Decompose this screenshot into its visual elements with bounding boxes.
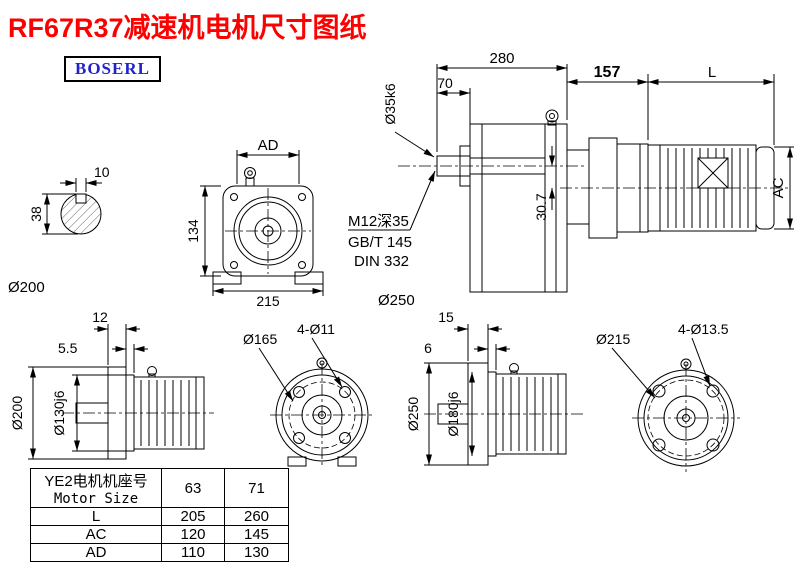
page-title: RF67R37减速机电机尺寸图纸 bbox=[8, 13, 367, 43]
main-assembly-view: 280 157 L 70 Ø35k6 30.7 AC M12深35 GB/T 1… bbox=[348, 50, 794, 309]
table-cell: 110 bbox=[161, 543, 225, 562]
note-gbt-145: GB/T 145 bbox=[348, 234, 412, 251]
row-label: AD bbox=[30, 543, 162, 562]
dim-157: 157 bbox=[594, 64, 621, 81]
table-size-column: 71 bbox=[224, 468, 289, 508]
dim-flange-od-200: Ø200 bbox=[9, 396, 25, 430]
dim-280: 280 bbox=[489, 50, 514, 67]
brand-logo: BOSERL bbox=[64, 56, 161, 82]
gearbox-front-view: AD 134 215 bbox=[185, 137, 324, 309]
table-row: AD 110 130 bbox=[30, 543, 289, 562]
table-row: L 205 260 bbox=[30, 507, 289, 526]
shaft-section-view: 10 38 Ø200 bbox=[8, 164, 110, 296]
small-frame-side-view: 12 5.5 Ø200 Ø130j6 bbox=[9, 309, 214, 460]
table-header-en: Motor Size bbox=[53, 490, 139, 507]
row-label: AC bbox=[30, 525, 162, 544]
dim-ad: AD bbox=[258, 137, 279, 154]
table-header-cell: YE2电机机座号 Motor Size bbox=[30, 468, 162, 508]
dim-bolt-holes: 4-Ø13.5 bbox=[678, 321, 729, 337]
dim-5-5: 5.5 bbox=[58, 340, 78, 356]
label-flange-250: Ø250 bbox=[378, 292, 415, 309]
dim-ac: AC bbox=[770, 177, 787, 198]
dim-70: 70 bbox=[437, 75, 453, 91]
dim-key-width: 10 bbox=[94, 164, 110, 180]
note-din-332: DIN 332 bbox=[354, 253, 409, 270]
dim-section-height: 38 bbox=[28, 206, 44, 222]
large-frame-side-view: 15 6 Ø250 Ø180j6 bbox=[405, 309, 584, 466]
row-label: L bbox=[30, 507, 162, 526]
table-cell: 145 bbox=[224, 525, 289, 544]
label-od-200: Ø200 bbox=[8, 279, 45, 296]
eyebolt-icon bbox=[509, 363, 519, 373]
table-header-cn: YE2电机机座号 bbox=[44, 472, 148, 490]
dim-flange-od-250: Ø250 bbox=[405, 397, 421, 431]
dim-bolt-holes: 4-Ø11 bbox=[297, 321, 335, 337]
motor-size-table: YE2电机机座号 Motor Size 63 71 L 205 260 AC 1… bbox=[30, 468, 289, 562]
dim-6: 6 bbox=[424, 340, 432, 356]
dim-spigot-130: Ø130j6 bbox=[51, 390, 67, 435]
note-m12-thread: M12深35 bbox=[348, 213, 409, 230]
table-cell: 120 bbox=[161, 525, 225, 544]
dim-15: 15 bbox=[438, 309, 454, 325]
table-cell: 260 bbox=[224, 507, 289, 526]
eyebolt-icon bbox=[545, 109, 559, 123]
table-cell: 130 bbox=[224, 543, 289, 562]
dim-bolt-circle: Ø215 bbox=[596, 331, 630, 347]
eyebolt-icon bbox=[147, 366, 157, 376]
table-row: AC 120 145 bbox=[30, 525, 289, 544]
table-cell: 205 bbox=[161, 507, 225, 526]
eyebolt-icon bbox=[680, 358, 692, 370]
dim-shaft-diameter: Ø35k6 bbox=[382, 83, 398, 124]
dim-134: 134 bbox=[185, 219, 201, 243]
eyebolt-icon bbox=[244, 167, 256, 179]
dim-motor-length: L bbox=[708, 64, 716, 81]
table-size-column: 63 bbox=[161, 468, 225, 508]
dim-spigot-180: Ø180j6 bbox=[445, 391, 461, 436]
dim-bolt-circle: Ø165 bbox=[243, 331, 277, 347]
large-flange-front-view: 4-Ø13.5 Ø215 bbox=[596, 321, 740, 472]
small-flange-front-view: 4-Ø11 Ø165 bbox=[243, 321, 374, 467]
dim-axis-offset: 30.7 bbox=[533, 193, 549, 220]
dim-12: 12 bbox=[92, 309, 108, 325]
dim-215: 215 bbox=[256, 293, 280, 309]
